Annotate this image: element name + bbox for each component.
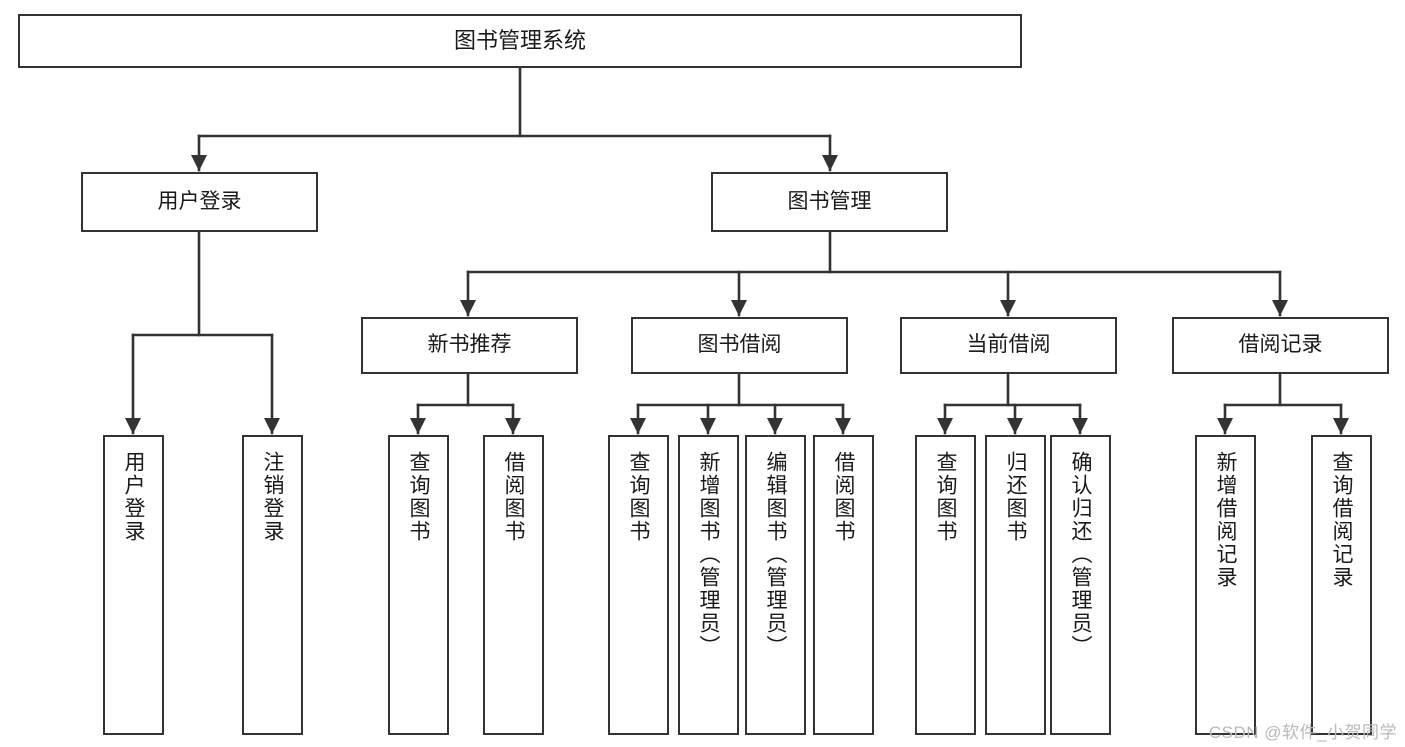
node-borrow-record[interactable]: 借阅记录 — [1172, 317, 1389, 374]
node-label: 用户登录 — [122, 451, 145, 543]
node-label: 注销登录 — [261, 451, 284, 543]
node-label: 图书管理系统 — [453, 28, 586, 54]
node-label: 查询图书 — [934, 451, 957, 543]
node-label: 编辑图书（管理员） — [764, 451, 787, 658]
node-leaf-user-login[interactable]: 用户登录 — [103, 435, 164, 735]
node-leaf-add-book[interactable]: 新增图书（管理员） — [678, 435, 739, 735]
node-leaf-borrow-book-2[interactable]: 借阅图书 — [813, 435, 874, 735]
node-leaf-confirm-return[interactable]: 确认归还（管理员） — [1050, 435, 1111, 735]
node-label: 图书管理 — [787, 189, 872, 213]
node-label: 借阅图书 — [832, 451, 855, 543]
node-leaf-query-book-2[interactable]: 查询图书 — [608, 435, 669, 735]
node-label: 用户登录 — [157, 189, 242, 213]
node-label: 查询图书 — [627, 451, 650, 543]
node-label: 确认归还（管理员） — [1069, 451, 1092, 658]
node-label: 新书推荐 — [427, 333, 512, 357]
node-leaf-query-borrow-record[interactable]: 查询借阅记录 — [1311, 435, 1372, 735]
node-label: 新增图书（管理员） — [697, 451, 720, 658]
node-leaf-query-book-3[interactable]: 查询图书 — [915, 435, 976, 735]
node-leaf-edit-book[interactable]: 编辑图书（管理员） — [745, 435, 806, 735]
node-new-book-recommend[interactable]: 新书推荐 — [361, 317, 578, 374]
node-leaf-query-book-1[interactable]: 查询图书 — [388, 435, 449, 735]
node-label: 归还图书 — [1004, 451, 1027, 543]
node-current-borrow[interactable]: 当前借阅 — [900, 317, 1117, 374]
node-leaf-logout[interactable]: 注销登录 — [242, 435, 303, 735]
node-label: 查询图书 — [407, 451, 430, 543]
node-label: 图书借阅 — [697, 333, 782, 357]
node-label: 新增借阅记录 — [1214, 451, 1237, 589]
node-leaf-add-borrow-record[interactable]: 新增借阅记录 — [1195, 435, 1256, 735]
node-label: 借阅图书 — [502, 451, 525, 543]
node-leaf-return-book[interactable]: 归还图书 — [985, 435, 1046, 735]
node-book-management[interactable]: 图书管理 — [711, 172, 948, 232]
node-label: 当前借阅 — [966, 333, 1051, 357]
node-user-login[interactable]: 用户登录 — [81, 172, 318, 232]
node-leaf-borrow-book-1[interactable]: 借阅图书 — [483, 435, 544, 735]
csdn-watermark: CSDN @软件_小贺同学 — [1208, 723, 1397, 742]
node-label: 查询借阅记录 — [1330, 451, 1353, 589]
node-book-management-system[interactable]: 图书管理系统 — [18, 14, 1022, 68]
node-label: 借阅记录 — [1238, 333, 1323, 357]
node-book-borrow[interactable]: 图书借阅 — [631, 317, 848, 374]
